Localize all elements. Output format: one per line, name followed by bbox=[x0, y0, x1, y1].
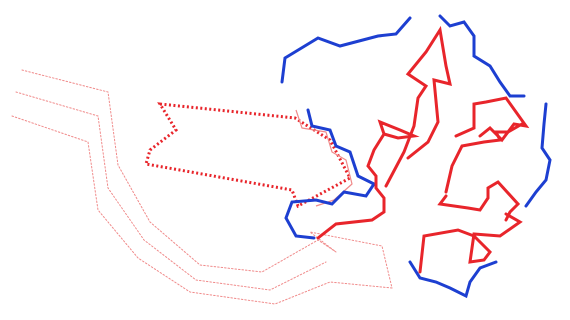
red-arrow-up-large bbox=[386, 30, 450, 186]
solid-blue-outlines bbox=[282, 16, 550, 296]
blue-center-contour bbox=[286, 110, 374, 238]
red-arrow-bottom bbox=[420, 214, 520, 272]
bold-dotted-arrow bbox=[146, 104, 350, 206]
outer-arrow-inner-edge bbox=[16, 92, 326, 290]
red-arrow-right-mid bbox=[456, 98, 526, 140]
outer-arrow-top-edge bbox=[22, 70, 392, 288]
blue-bottom-contour bbox=[410, 262, 496, 296]
outer-thin-dotted-arrow bbox=[12, 70, 392, 304]
bold-dotted-arrow-body bbox=[146, 104, 350, 206]
blue-top-contour bbox=[282, 18, 410, 82]
blue-right-top-contour bbox=[440, 16, 524, 96]
blue-right-side bbox=[526, 104, 550, 206]
